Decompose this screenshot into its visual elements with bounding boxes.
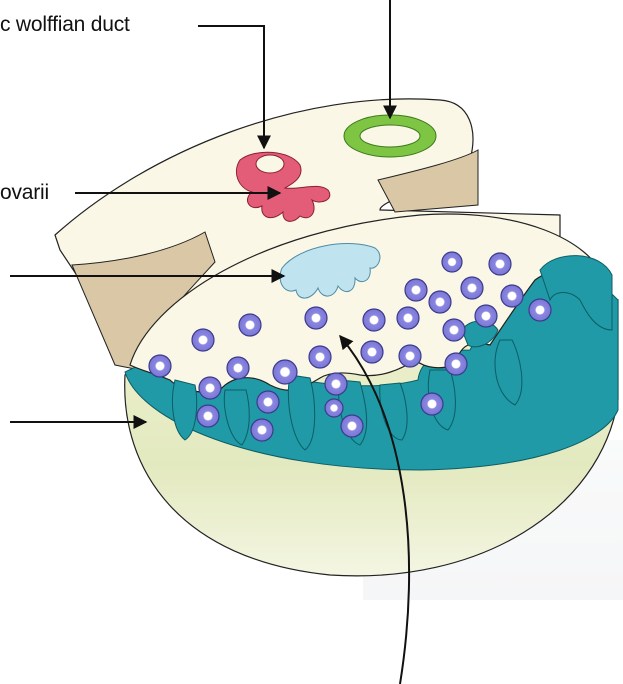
label-epoophoron: ovarii bbox=[0, 181, 49, 205]
paramesonephric-duct bbox=[344, 115, 436, 157]
label-wolffian-duct: c wolffian duct bbox=[0, 13, 130, 37]
